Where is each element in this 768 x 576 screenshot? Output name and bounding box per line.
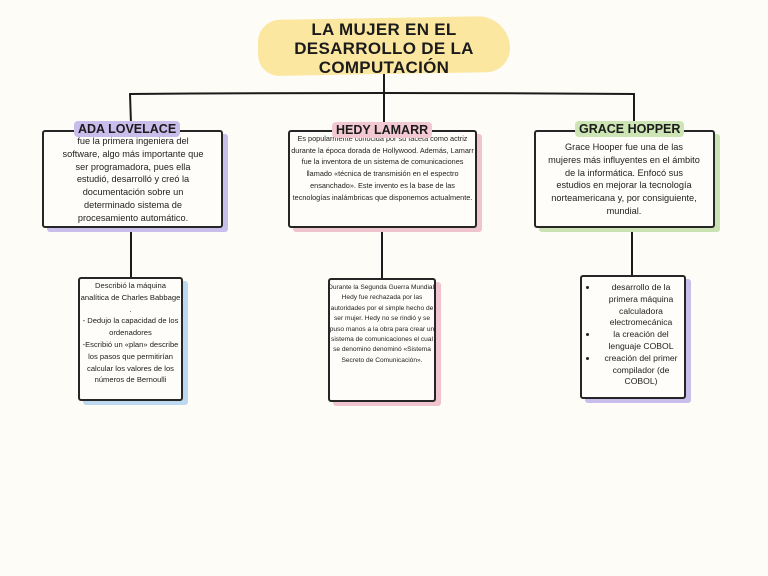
page-title: LA MUJER EN EL DESARROLLO DE LA COMPUTAC… — [258, 20, 510, 77]
branch-bar — [129, 92, 635, 95]
hedy-lamarr-label: HEDY LAMARR — [332, 122, 433, 138]
title-line-1: LA MUJER EN EL — [311, 20, 457, 39]
grace-hopper-fact: desarrollo de la primera máquina calcula… — [598, 282, 682, 329]
ada-lovelace-detail-card — [78, 277, 183, 401]
hedy-lamarr-detail-card — [328, 278, 436, 402]
grace-hopper-fact: la creación del lenguaje COBOL — [598, 329, 682, 353]
ada-lovelace-detail-text: Describió la máquina analítica de Charle… — [80, 281, 181, 385]
title-line-2: DESARROLLO DE LA — [294, 39, 474, 58]
stem-ada — [129, 93, 132, 125]
hedy-lamarr-detail-text: Durante la Segunda Guerra Mundial, Hedy … — [328, 284, 436, 364]
grace-hopper-detail-list: desarrollo de la primera máquina calcula… — [584, 282, 682, 388]
hedy-lamarr-card — [288, 130, 477, 228]
ada-lovelace-description: fue la primera ingeniera del software, a… — [62, 136, 204, 223]
grace-hopper-detail-card — [580, 275, 686, 399]
title-line-3: COMPUTACIÓN — [318, 58, 450, 77]
grace-hopper-label: GRACE HOPPER — [575, 121, 685, 137]
grace-hopper-description: Grace Hooper fue una de las mujeres más … — [548, 142, 700, 216]
hedy-lamarr-description: Es popularmente conocida por su faceta c… — [291, 134, 474, 202]
grace-hopper-card — [534, 130, 715, 228]
ada-lovelace-label: ADA LOVELACE — [74, 121, 181, 137]
grace-hopper-fact: creación del primer compilador (de COBOL… — [598, 353, 682, 388]
